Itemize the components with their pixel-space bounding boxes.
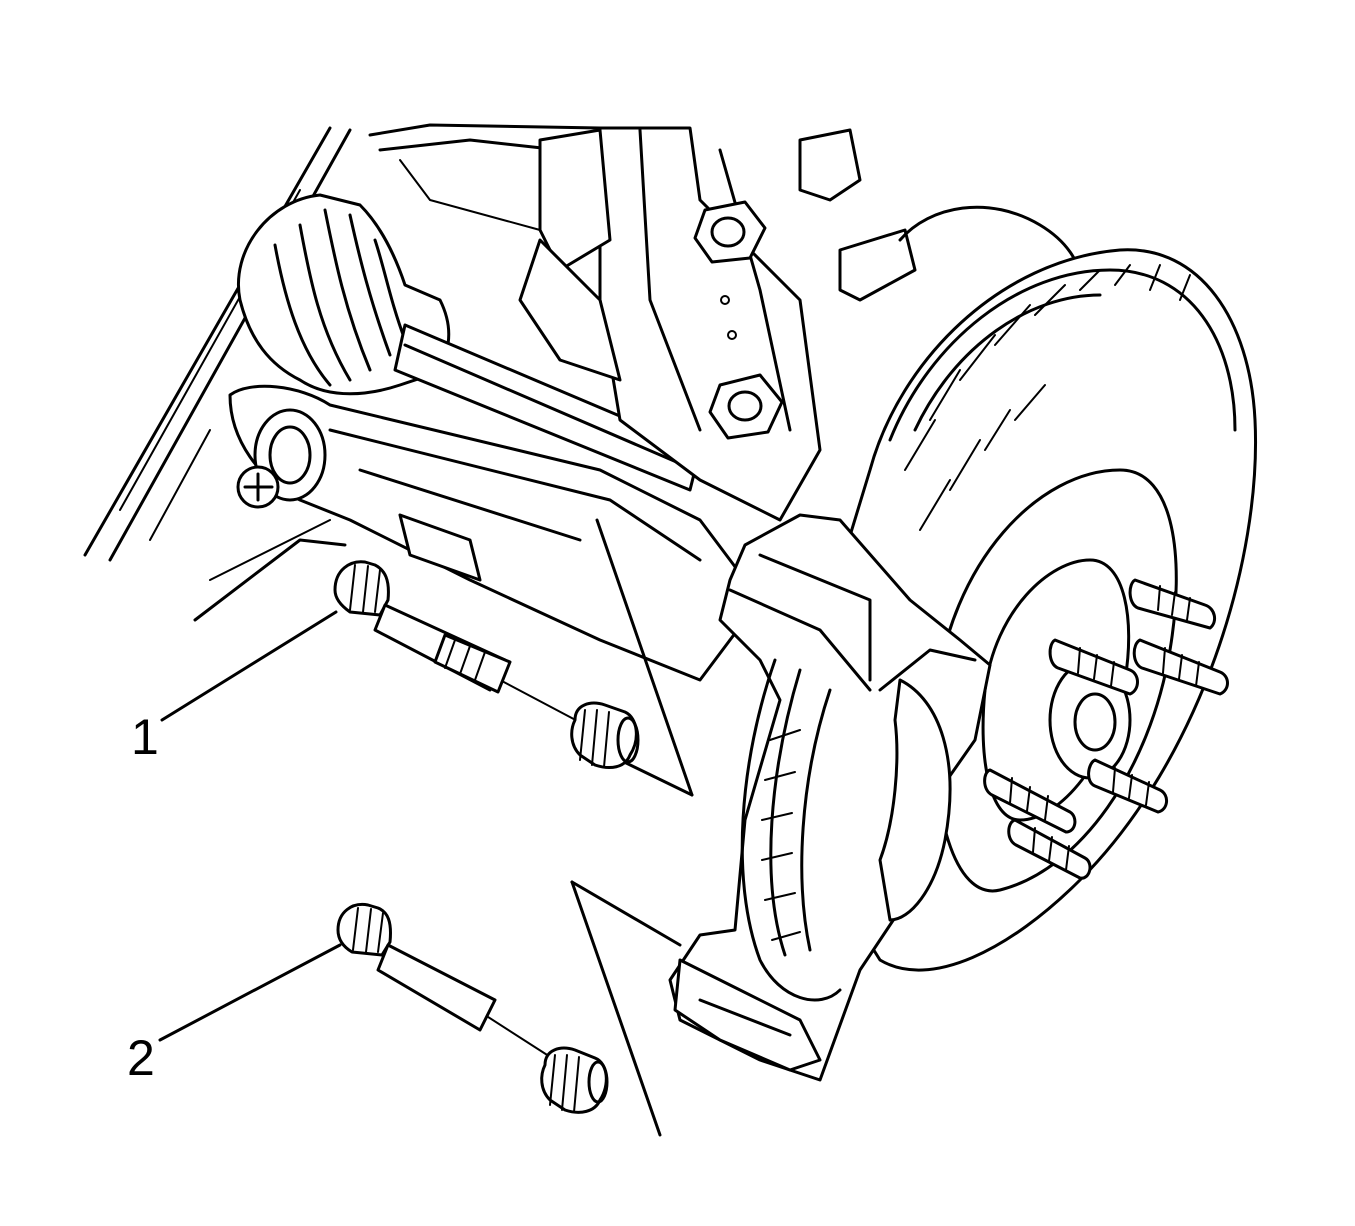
guide-pin-bushing-1 — [570, 701, 640, 769]
guide-pin-bolt-1 — [333, 560, 512, 694]
wheel-stud — [1048, 638, 1139, 696]
wheel-stud — [1007, 818, 1092, 880]
leader-line-2 — [158, 943, 342, 1042]
lower-knuckle-bolt — [708, 373, 784, 440]
wheel-studs — [983, 578, 1229, 880]
wheel-stud — [1087, 758, 1168, 814]
upper-knuckle-bolt — [693, 200, 767, 264]
callout-label-1: 1 — [131, 709, 159, 765]
wheel-stud — [983, 768, 1077, 834]
drive-axle — [237, 193, 702, 492]
wheel-stud — [1132, 638, 1229, 696]
caliper-bracket — [668, 513, 992, 1082]
wheel-stud — [1128, 578, 1217, 630]
leader-line-1 — [160, 610, 338, 722]
leader-lines — [158, 610, 342, 1042]
explode-guide-lines — [484, 518, 694, 1137]
guide-pin-bushing-2 — [540, 1046, 609, 1114]
callout-label-2: 2 — [127, 1030, 155, 1086]
guide-pin-bolt-2 — [336, 902, 497, 1032]
